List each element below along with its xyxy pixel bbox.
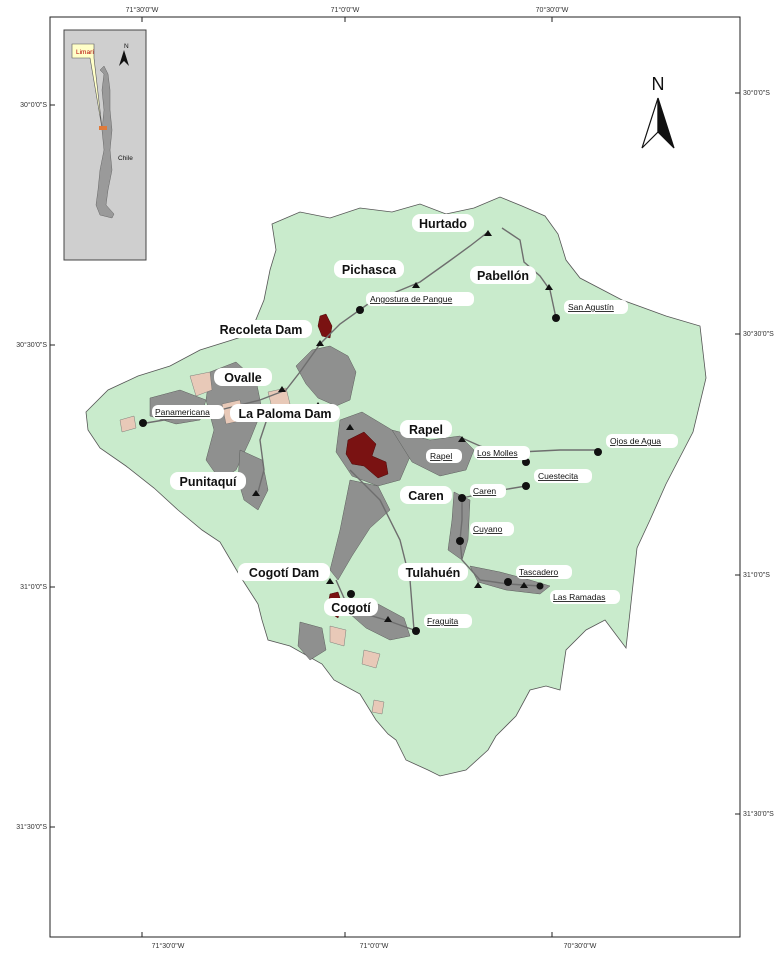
label-recoleta-dam: Recoleta Dam [220,323,303,337]
inset-box-label: Limarí [76,49,94,56]
inset-country-label: Chile [118,155,133,162]
tick-top-2: 71°0'0"W [331,6,360,14]
tick-bottom-3: 70°30'0"W [564,942,597,950]
north-arrow-label: N [652,74,665,94]
inset-north-icon [119,50,129,66]
tick-top-1: 71°30'0"W [126,6,159,14]
station-point-cogoti [347,590,355,598]
station-point-fraguita [412,627,420,635]
tick-left-4: 31°30'0"S [16,823,47,831]
tick-left-3: 31°0'0"S [20,583,47,591]
label-caren: Caren [408,489,443,503]
station-halos [152,292,678,628]
tick-right-3: 31°0'0"S [743,571,770,579]
label-ovalle: Ovalle [224,371,262,385]
station-point-las-ramadas [536,582,544,590]
label-la-paloma-dam: La Paloma Dam [238,407,331,421]
tick-left-2: 30°30'0"S [16,341,47,349]
station-point-caren [458,494,466,502]
tick-right-1: 30°0'0"S [743,89,770,97]
inset-north-label: N [124,43,129,50]
inset-map: Limarí Chile N [63,29,147,261]
label-tulahuen: Tulahuén [406,566,461,580]
station-point-cuestecita [522,482,530,490]
north-arrow: N [641,74,675,149]
station-cuestecita: Cuestecita [538,471,578,481]
station-point-san-agustin [552,314,560,322]
tick-bottom-1: 71°30'0"W [152,942,185,950]
tick-right-2: 30°30'0"S [743,330,774,338]
label-cogoti: Cogotí [331,601,371,615]
la-paloma-reservoir [345,431,389,479]
limari-basin [85,196,707,777]
station-tascadero: Tascadero [519,567,558,577]
station-point-cuyano [456,537,464,545]
label-pabellon: Pabellón [477,269,529,283]
station-ojos-de-agua: Ojos de Agua [610,436,661,446]
station-fraguita: Fraguita [427,616,458,626]
locality-halos [170,214,536,616]
station-rapel: Rapel [430,451,452,461]
tick-bottom-2: 71°0'0"W [360,942,389,950]
inset-chile-shape [95,65,115,219]
station-point-ojos-de-agua [594,448,602,456]
label-rapel: Rapel [409,423,443,437]
station-panamericana: Panamericana [155,407,210,417]
station-angostura-de-pangue: Angostura de Pangue [370,294,453,304]
station-point-panamericana [139,419,147,427]
station-san-agustin: San Agustín [568,302,614,312]
station-point-tascadero [504,578,512,586]
frame-ticks [50,17,740,937]
tick-right-4: 31°30'0"S [743,810,774,818]
recoleta-reservoir [317,313,333,339]
inset-highlight [99,126,107,130]
label-pichasca: Pichasca [342,263,397,277]
station-caren: Caren [473,486,496,496]
station-point-angostura [356,306,364,314]
tick-left-1: 30°0'0"S [20,101,47,109]
label-punitaqui: Punitaquí [180,475,237,489]
label-cogoti-dam: Cogotí Dam [249,566,319,580]
locality-markers [252,230,553,622]
tick-top-3: 70°30'0"W [536,6,569,14]
label-hurtado: Hurtado [419,217,467,231]
station-los-molles: Los Molles [477,448,518,458]
station-cuyano: Cuyano [473,524,503,534]
station-las-ramadas: Las Ramadas [553,592,605,602]
